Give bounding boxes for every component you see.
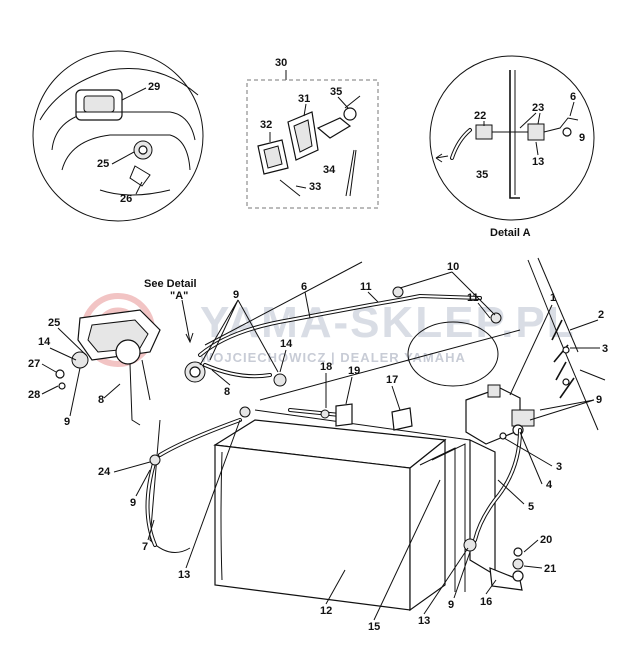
callout-27: 27 [28,358,40,370]
callout-8-a: 8 [224,386,230,398]
callout-10: 10 [447,261,459,273]
callout-33: 33 [309,181,321,193]
callout-5: 5 [528,501,534,513]
watermark-subtitle: WOJCIECHOWICZ | DEALER YAMAHA [200,350,466,365]
callout-9-a: 9 [233,289,239,301]
callout-7: 7 [142,541,148,553]
callout-30: 30 [275,57,287,69]
callout-29: 29 [148,81,160,93]
callout-24: 24 [98,466,111,478]
callout-13-a: 13 [178,569,190,581]
callout-23: 23 [532,102,544,114]
callout-13-detail: 13 [532,156,544,168]
callout-32: 32 [260,119,272,131]
callout-8-b: 8 [98,394,104,406]
callout-14-a: 14 [38,336,51,348]
callout-26: 26 [120,193,132,205]
callout-9-b: 9 [596,394,602,406]
callout-9-detail: 9 [579,132,585,144]
callout-34: 34 [323,164,336,176]
see-detail-label: See Detail [144,278,197,290]
callout-35-box: 35 [330,86,342,98]
callout-6-detail: 6 [570,91,576,103]
callout-20: 20 [540,534,552,546]
callout-9-e: 9 [448,599,454,611]
callout-11-b: 11 [467,292,479,304]
callout-1: 1 [550,292,556,304]
watermark-brand: YAMA-SKLEP.PL [200,298,576,347]
callout-2: 2 [598,309,604,321]
callout-18: 18 [320,361,332,373]
main-assembly: See Detail "A" 9 6 11 10 11 1 2 3 9 3 4 … [28,257,608,633]
callout-15: 15 [368,621,380,633]
detail-a-caption: Detail A [490,227,531,239]
callout-22: 22 [474,110,486,122]
callout-19: 19 [348,365,360,377]
callout-12: 12 [320,605,332,617]
watermark: YAMA-SKLEP.PL WOJCIECHOWICZ | DEALER YAM… [81,293,576,367]
callout-3-b: 3 [556,461,562,473]
detail-a-circle: 22 23 6 9 13 35 Detail A [429,55,595,239]
callout-3-a: 3 [602,343,608,355]
callout-21: 21 [544,563,556,575]
callout-16: 16 [480,596,492,608]
callout-25: 25 [97,158,109,170]
callout-6-main: 6 [301,281,307,293]
callout-28: 28 [28,389,40,401]
callout-9-c: 9 [64,416,70,428]
callout-4: 4 [546,479,553,491]
callout-17: 17 [386,374,398,386]
callout-11-a: 11 [360,281,372,293]
filler-detail-circle: 29 25 26 [32,50,204,222]
see-detail-ref: "A" [170,290,188,302]
callout-13-b: 13 [418,615,430,627]
callout-9-d: 9 [130,497,136,509]
callout-35-detail: 35 [476,169,488,181]
callout-25-main: 25 [48,317,60,329]
callout-14-b: 14 [280,338,293,350]
drain-valve-kit-box: 30 31 35 32 34 33 [246,57,379,209]
callout-31: 31 [298,93,310,105]
